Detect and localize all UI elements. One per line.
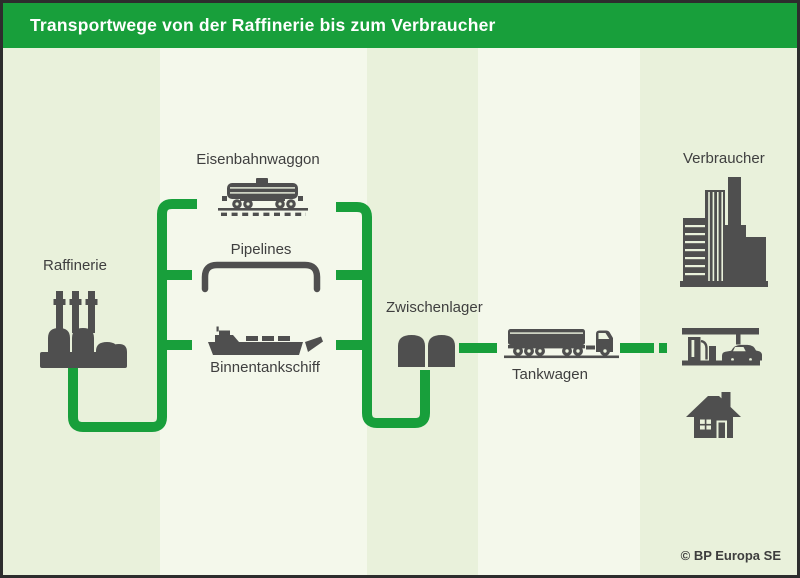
dash-truck-to-consumer-2 bbox=[659, 343, 667, 353]
flow-connectors bbox=[68, 199, 430, 432]
pipelines-icon bbox=[201, 261, 321, 293]
background-stripe-3 bbox=[367, 48, 478, 575]
house-icon bbox=[686, 392, 741, 438]
dash-storage-to-truck bbox=[459, 343, 497, 353]
label-zwischenlager: Zwischenlager bbox=[386, 299, 483, 316]
background-stripe-5 bbox=[640, 48, 797, 575]
label-pipelines: Pipelines bbox=[230, 241, 292, 258]
city-buildings-icon bbox=[680, 177, 768, 287]
connector-modes-to-storage bbox=[336, 202, 430, 428]
background-stripe-1 bbox=[3, 48, 160, 575]
inland-tanker-ship-icon bbox=[208, 326, 323, 355]
title-bar: Transportwege von der Raffinerie bis zum… bbox=[3, 3, 797, 48]
label-tankwagen: Tankwagen bbox=[512, 366, 588, 383]
gas-station-icon bbox=[682, 328, 762, 366]
label-binnentankschiff: Binnentankschiff bbox=[210, 359, 320, 376]
label-raffinerie: Raffinerie bbox=[43, 257, 107, 274]
background-stripe-4 bbox=[478, 48, 640, 575]
dashed-connectors bbox=[459, 343, 667, 353]
rail-tank-wagon-icon bbox=[218, 178, 308, 216]
copyright-notice: © BP Europa SE bbox=[680, 548, 781, 563]
tank-truck-icon bbox=[504, 329, 619, 359]
label-eisenbahnwaggon: Eisenbahnwaggon bbox=[196, 151, 320, 168]
connector-refinery-to-modes bbox=[68, 199, 197, 432]
background-stripe-2 bbox=[160, 48, 367, 575]
label-verbraucher: Verbraucher bbox=[683, 150, 765, 167]
dash-truck-to-consumer bbox=[620, 343, 654, 353]
diagram-title: Transportwege von der Raffinerie bis zum… bbox=[30, 15, 496, 35]
storage-tanks-icon bbox=[398, 335, 455, 367]
refinery-icon bbox=[40, 291, 127, 368]
